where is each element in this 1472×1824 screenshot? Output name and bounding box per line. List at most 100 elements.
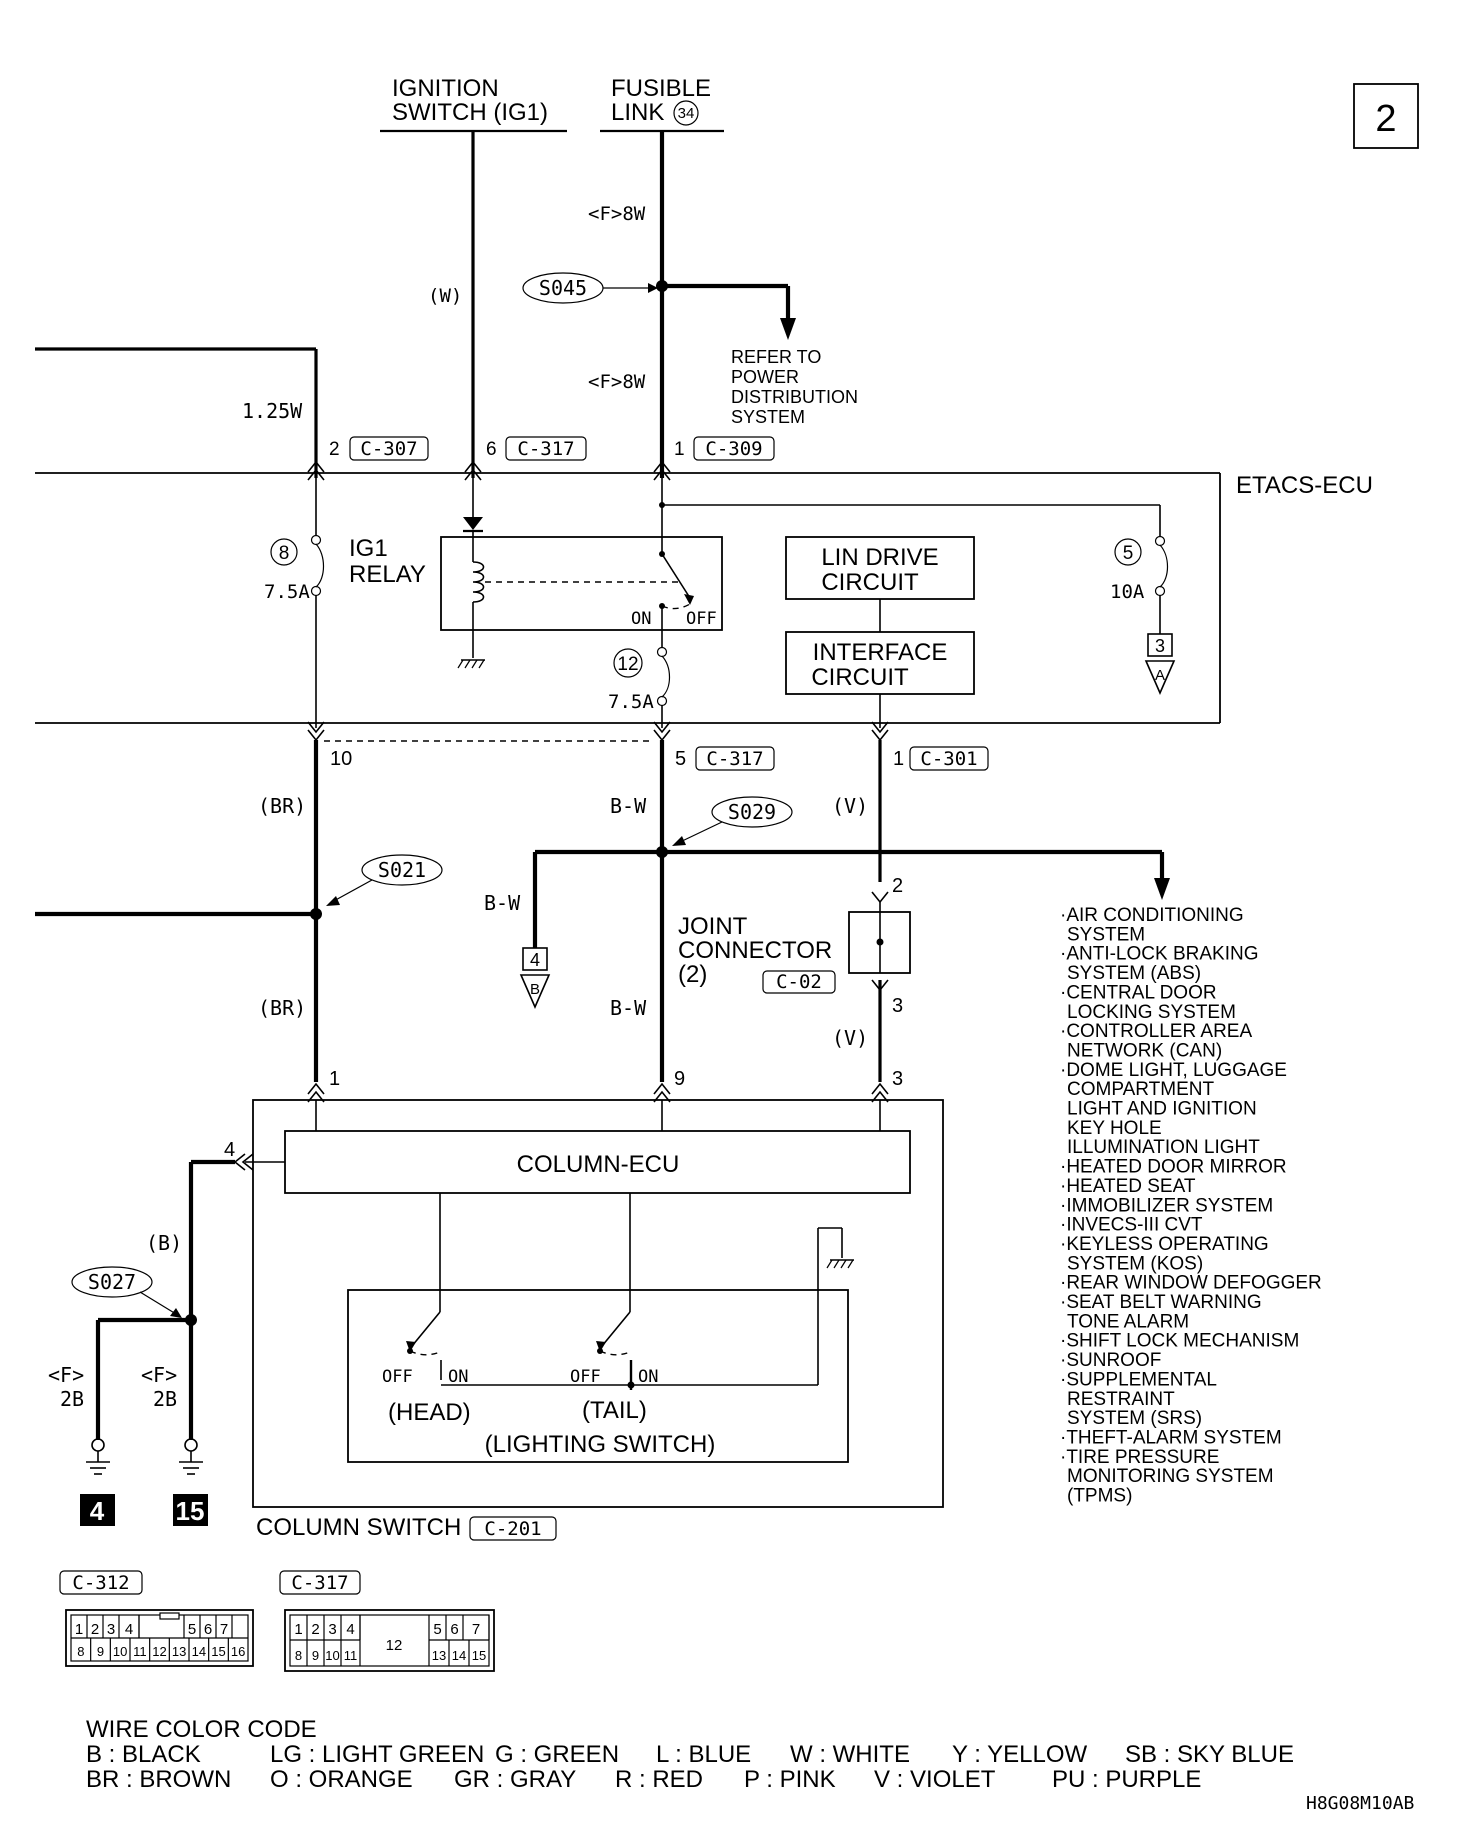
pin-5: 5 bbox=[675, 748, 686, 770]
tail-on-label: ON bbox=[638, 1367, 658, 1387]
tail-off-label: OFF bbox=[570, 1367, 601, 1387]
c312-pin: 8 bbox=[77, 1644, 84, 1659]
refer-note: REFER TO POWER DISTRIBUTION SYSTEM bbox=[731, 347, 858, 427]
refer-line-3: DISTRIBUTION bbox=[731, 387, 858, 407]
color-r: R : RED bbox=[615, 1766, 703, 1793]
system-item: SYSTEM (KOS) bbox=[1067, 1253, 1203, 1274]
wire-label-br-lower: (BR) bbox=[258, 996, 306, 1020]
system-item: ·ANTI-LOCK BRAKING bbox=[1060, 944, 1258, 965]
color-br: BR : BROWN bbox=[86, 1766, 231, 1793]
joint-connector-label-1: JOINT bbox=[678, 913, 748, 940]
joint-connector-label-3: (2) bbox=[678, 961, 707, 988]
c317-pin: 14 bbox=[452, 1648, 466, 1663]
wire-label-f8w-lower: <F>8W bbox=[588, 371, 646, 393]
splice-s029: S029 bbox=[672, 796, 793, 846]
system-item: KEY HOLE bbox=[1067, 1118, 1162, 1139]
connector-c317-top: 6 C-317 bbox=[486, 436, 587, 461]
column-pin-1: 1 bbox=[329, 1068, 340, 1090]
color-lg: LG : LIGHT GREEN bbox=[270, 1741, 484, 1768]
wires-top bbox=[35, 131, 796, 478]
connector-pins-mid: 10 5 C-317 1 C-301 bbox=[330, 746, 989, 771]
c317-pin: 6 bbox=[450, 1621, 458, 1638]
c317-pin: 8 bbox=[295, 1648, 302, 1663]
system-item: ·HEATED SEAT bbox=[1060, 1176, 1196, 1197]
joint-pin-2: 2 bbox=[892, 875, 903, 897]
joint-pin-3a: 3 bbox=[892, 995, 903, 1017]
system-item: RESTRAINT bbox=[1067, 1389, 1175, 1410]
connector-c307-label: C-307 bbox=[360, 438, 417, 460]
system-item: SYSTEM (SRS) bbox=[1067, 1408, 1202, 1429]
wire-color-code-title: WIRE COLOR CODE bbox=[86, 1716, 317, 1743]
column-pin-4: 4 bbox=[224, 1139, 235, 1161]
ig1-relay-label-2: RELAY bbox=[349, 561, 426, 588]
system-item: NETWORK (CAN) bbox=[1067, 1040, 1222, 1061]
connector-chevrons-top bbox=[307, 460, 671, 481]
tail-label: (TAIL) bbox=[582, 1397, 647, 1424]
c317-pin: 13 bbox=[432, 1648, 446, 1663]
splice-s021: S021 bbox=[326, 854, 443, 906]
system-item: ·INVECS-III CVT bbox=[1060, 1215, 1203, 1236]
c317-pin: 15 bbox=[472, 1648, 486, 1663]
interface-label-1: INTERFACE bbox=[813, 639, 948, 666]
c312-pin: 7 bbox=[220, 1621, 228, 1638]
etacs-ecu-title: ETACS-ECU bbox=[1236, 472, 1373, 499]
lin-drive-label-2: CIRCUIT bbox=[821, 569, 919, 596]
page-number-box: 2 bbox=[1353, 83, 1419, 149]
c317-pin: 10 bbox=[325, 1648, 339, 1663]
system-item: SYSTEM bbox=[1067, 924, 1145, 945]
head-off-label: OFF bbox=[382, 1367, 413, 1387]
ground-15-label: 15 bbox=[176, 1496, 205, 1526]
wire-label-2b-right: 2B bbox=[153, 1387, 177, 1411]
lin-drive-label-1: LIN DRIVE bbox=[821, 544, 938, 571]
system-item: LOCKING SYSTEM bbox=[1067, 1002, 1236, 1023]
c312-pin: 2 bbox=[91, 1621, 99, 1638]
system-item: ·REAR WINDOW DEFOGGER bbox=[1060, 1273, 1322, 1294]
color-sb: SB : SKY BLUE bbox=[1125, 1741, 1294, 1768]
color-l: L : BLUE bbox=[656, 1741, 751, 1768]
head-label: (HEAD) bbox=[388, 1399, 471, 1426]
refer-line-2: POWER bbox=[731, 367, 799, 387]
splice-s027-label: S027 bbox=[88, 1270, 136, 1294]
system-item: ·SEAT BELT WARNING bbox=[1060, 1292, 1262, 1313]
wire-label-f8w-upper: <F>8W bbox=[588, 203, 646, 225]
ig1-relay-on: ON bbox=[631, 609, 651, 629]
fuse-8-number: 8 bbox=[279, 543, 290, 564]
wire-color-code: WIRE COLOR CODE B : BLACK LG : LIGHT GRE… bbox=[86, 1716, 1294, 1793]
wire-label-w: (W) bbox=[428, 285, 462, 307]
connector-c317-top-label: C-317 bbox=[517, 438, 574, 460]
to-a-letter: A bbox=[1155, 667, 1165, 684]
joint-pin-3b: 3 bbox=[892, 1068, 903, 1090]
interface-label-2: CIRCUIT bbox=[811, 664, 909, 691]
c317-pin: 1 bbox=[294, 1621, 302, 1638]
color-p: P : PINK bbox=[744, 1766, 836, 1793]
splice-s029-label: S029 bbox=[728, 800, 776, 824]
wire-label-1-25w: 1.25W bbox=[242, 399, 303, 423]
system-item: ·DOME LIGHT, LUGGAGE bbox=[1060, 1060, 1287, 1081]
column-ecu-label: COLUMN-ECU bbox=[517, 1151, 680, 1178]
connector-c307: 2 C-307 bbox=[329, 436, 429, 461]
wire-label-b: (B) bbox=[146, 1231, 182, 1255]
joint-connector: 2 3 JOINT CONNECTOR (2) C-02 bbox=[678, 875, 911, 1017]
system-item: ·THEFT-ALARM SYSTEM bbox=[1060, 1427, 1282, 1448]
color-g: G : GREEN bbox=[495, 1741, 619, 1768]
c312-pin: 1 bbox=[75, 1621, 83, 1638]
pin-6: 6 bbox=[486, 439, 497, 460]
pin-1-top: 1 bbox=[674, 439, 685, 460]
ignition-switch-label-1: IGNITION bbox=[392, 75, 499, 102]
fusible-link-number: 34 bbox=[678, 105, 695, 122]
column-switch-label: COLUMN SWITCH bbox=[256, 1514, 461, 1541]
c317-pin: 9 bbox=[312, 1648, 319, 1663]
wire-label-f-right: <F> bbox=[141, 1363, 177, 1387]
system-item: COMPARTMENT bbox=[1067, 1079, 1214, 1100]
color-pu: PU : PURPLE bbox=[1052, 1766, 1201, 1793]
fuse-12-amp: 7.5A bbox=[608, 691, 654, 713]
to-b-marker: 4 B bbox=[519, 947, 551, 1009]
wire-label-f-left: <F> bbox=[48, 1363, 84, 1387]
color-b: B : BLACK bbox=[86, 1741, 201, 1768]
fusible-link-label-2: LINK bbox=[611, 99, 664, 126]
system-item: SYSTEM (ABS) bbox=[1067, 963, 1201, 984]
system-item: MONITORING SYSTEM bbox=[1067, 1466, 1274, 1487]
wire-label-2b-left: 2B bbox=[60, 1387, 84, 1411]
